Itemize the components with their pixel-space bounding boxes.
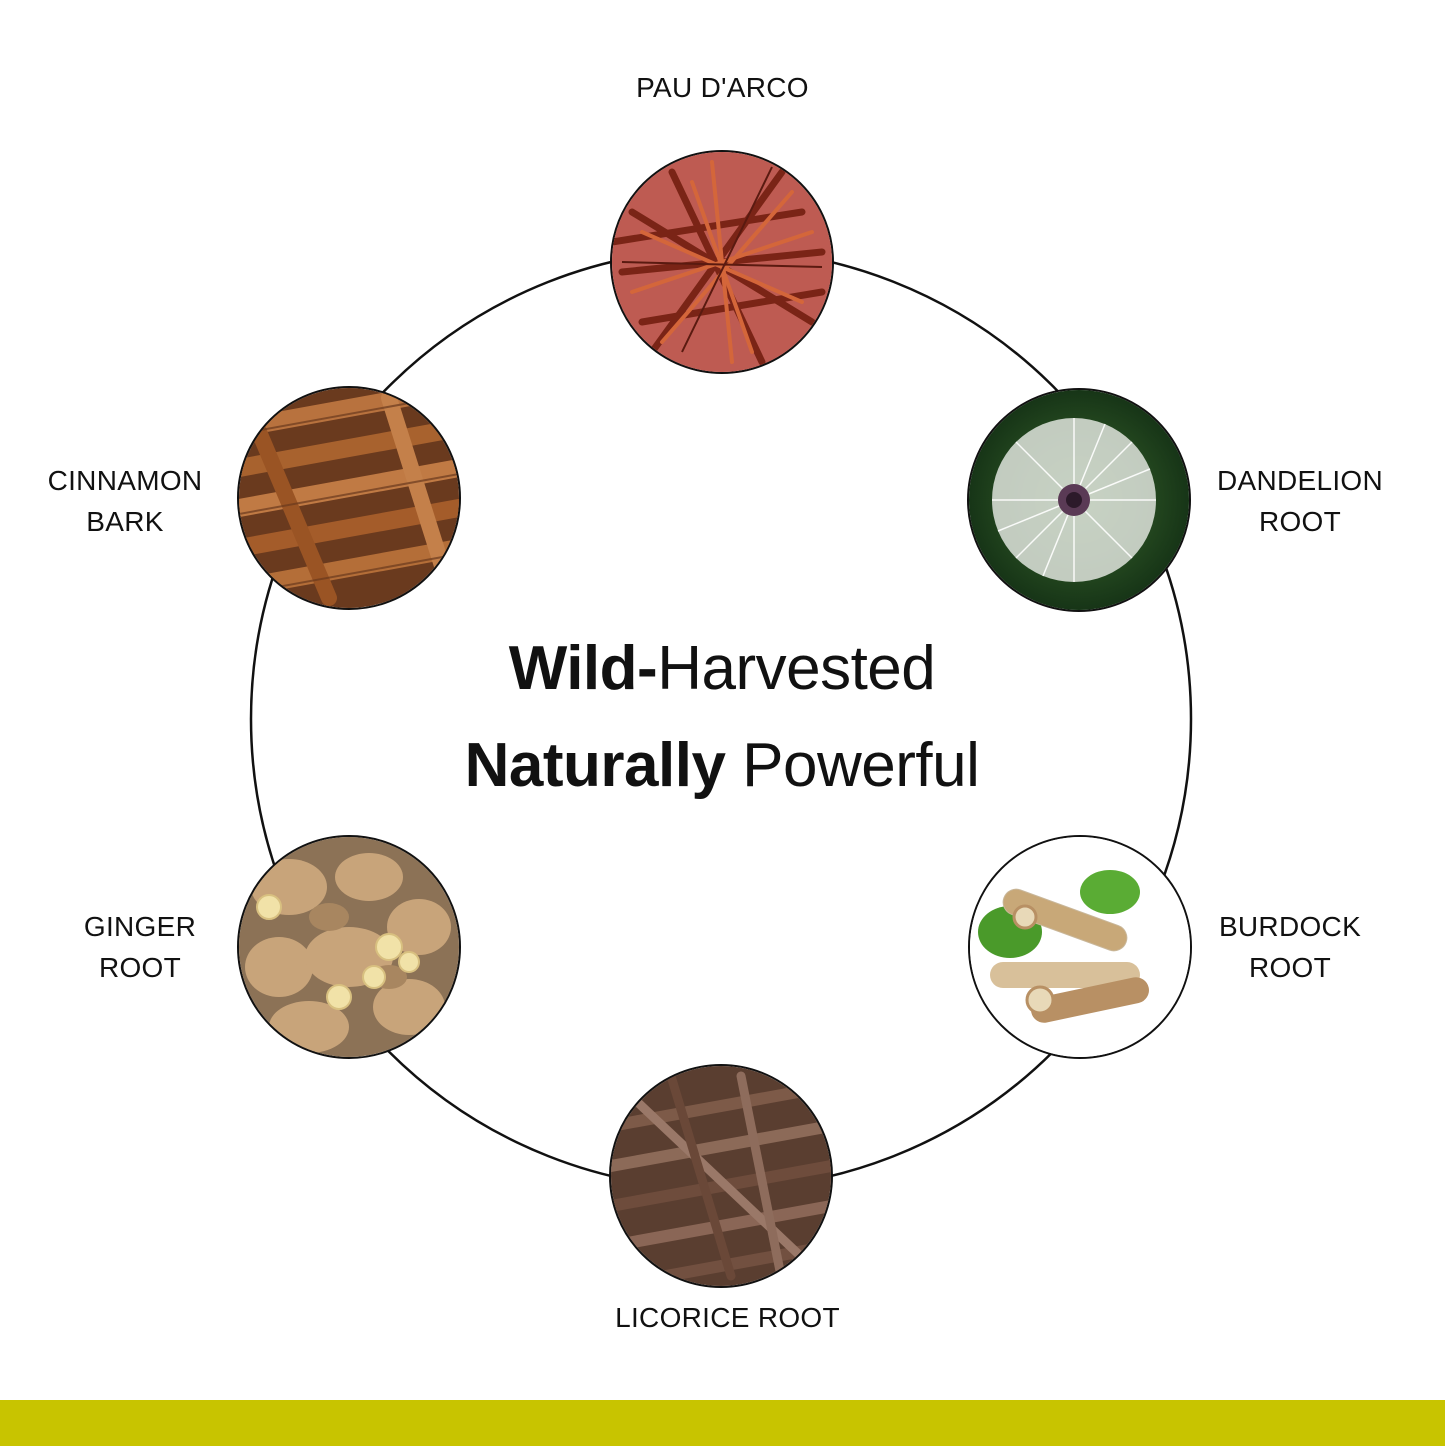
label-pau-darco-line-1: PAU D'ARCO <box>636 72 809 103</box>
headline-regular-2: Powerful <box>742 731 980 800</box>
bottom-accent-bar <box>0 1400 1445 1446</box>
pau-darco-bark-image <box>610 150 834 374</box>
label-burdock-root-line-1: BURDOCK <box>1218 911 1362 942</box>
dandelion-seedhead-image <box>967 388 1191 612</box>
label-dandelion-root-line-1: DANDELION <box>1216 465 1384 496</box>
headline-line-2: Naturally Powerful <box>322 735 1122 797</box>
label-ginger-root-line-1: GINGER <box>83 911 197 942</box>
label-ginger-root-line-2: ROOT <box>98 952 182 983</box>
label-ginger-root: GINGER ROOT <box>40 906 240 988</box>
headline-bold-2: Naturally <box>464 731 726 800</box>
label-cinnamon-bark-line-2: BARK <box>86 506 164 537</box>
label-pau-darco: PAU D'ARCO <box>600 67 845 108</box>
label-dandelion-root: DANDELION ROOT <box>1190 460 1410 542</box>
headline-bold-1: Wild- <box>508 634 658 703</box>
label-licorice-root-line-1: LICORICE ROOT <box>615 1302 840 1333</box>
label-dandelion-root-line-2: ROOT <box>1258 506 1342 537</box>
label-burdock-root-line-2: ROOT <box>1248 952 1332 983</box>
headline-regular-1: Harvested <box>657 634 936 703</box>
label-cinnamon-bark: CINNAMON BARK <box>20 460 230 542</box>
cinnamon-sticks-image <box>237 386 461 610</box>
licorice-sticks-image <box>609 1064 833 1288</box>
label-licorice-root: LICORICE ROOT <box>585 1297 870 1338</box>
burdock-root-image <box>968 835 1192 1059</box>
label-cinnamon-bark-line-1: CINNAMON <box>47 465 203 496</box>
ginger-root-image <box>237 835 461 1059</box>
headline-line-1: Wild-Harvested <box>322 638 1122 700</box>
label-burdock-root: BURDOCK ROOT <box>1180 906 1400 988</box>
